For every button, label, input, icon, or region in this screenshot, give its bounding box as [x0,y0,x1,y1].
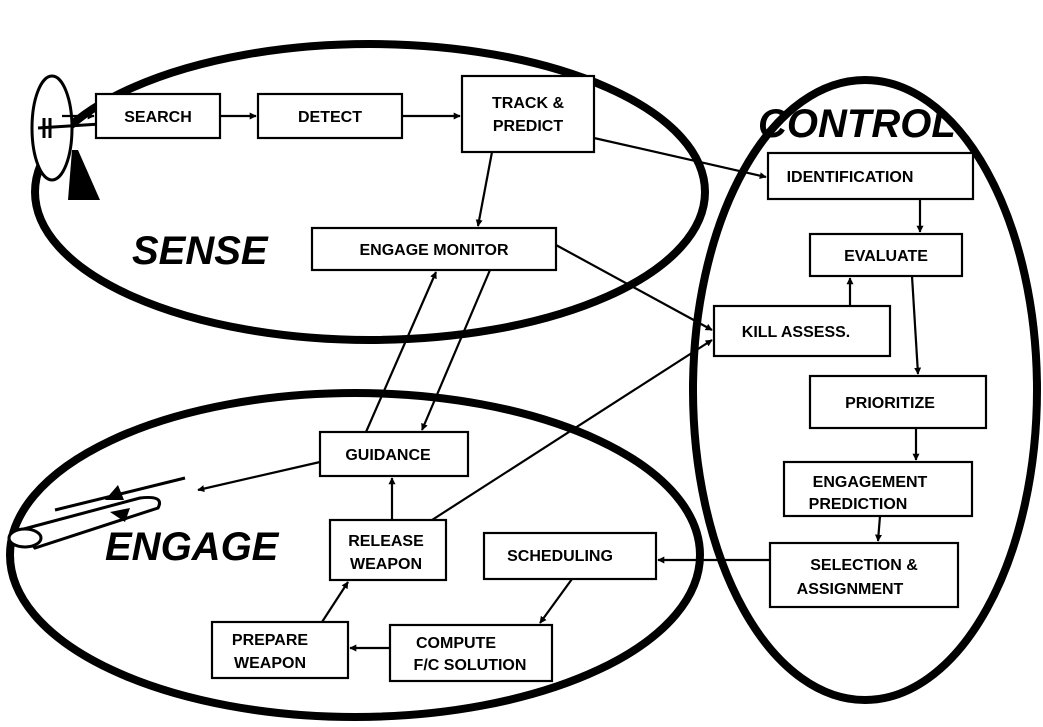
selection-assignment-node: SELECTION & ASSIGNMENT [768,541,960,609]
release-weapon-label: WEAPON [350,556,422,573]
arrow-track-to-engage-monitor [475,151,494,227]
scheduling-node: SCHEDULING [482,531,658,581]
engage-monitor-label: ENGAGE MONITOR [359,242,508,259]
arrow-guidance-to-missile [197,460,321,493]
control-region-title: CONTROL [758,102,956,146]
compute-fc-solution-node: COMPUTE F/C SOLUTION [388,623,554,683]
search-label: SEARCH [124,109,192,126]
arrow-engage-monitor-to-kill-assess [555,244,713,331]
engage-monitor-node: ENGAGE MONITOR [310,226,558,272]
arrow-guidance-to-engage-monitor [364,271,438,433]
track-label: TRACK & [492,95,564,112]
sense-region-title: SENSE [132,229,269,273]
detect-label: DETECT [298,109,362,126]
control-region-ellipse [689,76,1041,704]
guidance-node: GUIDANCE [318,430,470,478]
fc-solution-label: F/C SOLUTION [414,657,527,674]
release-label: RELEASE [348,533,424,550]
missile-icon [7,476,186,550]
compute-label: COMPUTE [416,635,496,652]
prediction-label: PREDICTION [809,496,908,513]
engage-region-title: ENGAGE [105,525,280,569]
scheduling-label: SCHEDULING [507,548,613,565]
prioritize-node: PRIORITIZE [808,374,988,430]
engage-region-ellipse [6,389,704,721]
track-predict-node: TRACK & PREDICT [460,74,596,154]
arrow-prepare-to-release [321,581,349,623]
kill-assess-node: KILL ASSESS. [712,304,892,358]
evaluate-label: EVALUATE [844,248,928,265]
sense-region-ellipse [31,40,709,344]
evaluate-node: EVALUATE [808,232,964,278]
arrow-scheduling-to-compute [539,578,573,624]
prepare-label: PREPARE [232,632,308,649]
engagement-label: ENGAGEMENT [813,474,928,491]
arrow-release-to-kill-assess [431,339,713,521]
arrow-track-to-identification [593,136,767,180]
radar-antenna-icon [30,74,101,200]
identification-label: IDENTIFICATION [787,169,914,186]
engagement-prediction-node: ENGAGEMENT PREDICTION [782,460,974,518]
predict-label: PREDICT [493,118,563,135]
arrow-evaluate-to-prioritize [910,275,922,375]
identification-node: IDENTIFICATION [766,151,975,201]
release-weapon-node: RELEASE WEAPON [328,518,448,582]
prioritize-label: PRIORITIZE [845,395,935,412]
arrow-engage-monitor-to-guidance [420,269,492,431]
guidance-label: GUIDANCE [345,447,431,464]
arrow-engagement-prediction-to-selection [875,515,882,542]
prepare-weapon-label: WEAPON [234,655,306,672]
selection-label: SELECTION & [810,557,918,574]
prepare-weapon-node: PREPARE WEAPON [210,620,350,680]
detect-node: DETECT [256,92,404,140]
kill-assess-label: KILL ASSESS. [742,324,850,341]
assignment-label: ASSIGNMENT [797,581,904,598]
search-node: SEARCH [94,92,222,140]
